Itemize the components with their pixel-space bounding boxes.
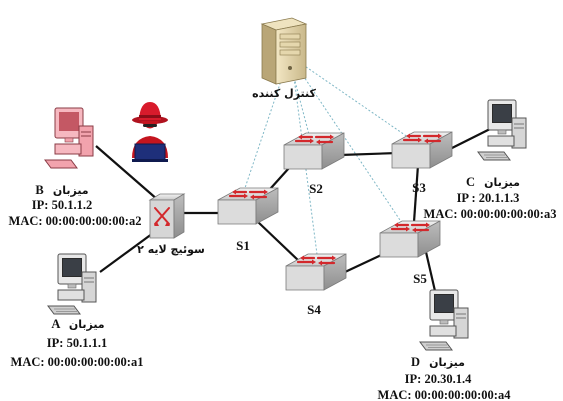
desktop-computer-icon: [477, 99, 527, 161]
controller-server[interactable]: کنترل کننده: [252, 17, 317, 100]
link-s2-s3: [339, 151, 399, 157]
switch-s1[interactable]: [216, 186, 280, 226]
host-c-letter: C: [466, 175, 475, 189]
svg-text:C میزبان: C میزبان: [466, 175, 520, 189]
hacker-icon: [132, 102, 168, 162]
layer2-switch-label: سوئیچ لایه ۲: [137, 243, 205, 256]
switch-s4[interactable]: [284, 252, 348, 292]
network-switch-icon: [148, 193, 186, 239]
host-d-mac: MAC: 00:00:00:00:00:a4: [378, 388, 512, 401]
host-c-info: C میزبان IP : 20.1.1.3 MAC: 00:00:00:00:…: [424, 175, 557, 221]
host-c-ip: IP : 20.1.1.3: [457, 191, 520, 205]
host-d-info: D میزبان IP: 20.30.1.4 MAC: 00:00:00:00:…: [378, 355, 512, 401]
switch-s2[interactable]: [282, 131, 346, 171]
server-icon: [260, 17, 308, 85]
attacker: [132, 102, 168, 162]
host-c[interactable]: [477, 99, 527, 161]
link-s3-c: [447, 127, 493, 151]
host-b-mac: MAC: 00:00:00:00:00:a2: [9, 214, 142, 228]
host-c-mac: MAC: 00:00:00:00:00:a3: [424, 207, 557, 221]
network-switch-icon: [390, 130, 454, 170]
link-b-l2switch: [95, 145, 159, 201]
desktop-computer-icon: [44, 107, 94, 169]
control-link-s1: [244, 59, 289, 189]
host-b-info: B میزبان IP: 50.1.1.2 MAC: 00:00:00:00:0…: [9, 183, 142, 228]
host-a-ip: IP: 50.1.1.1: [47, 336, 107, 350]
link-s3-s5: [412, 164, 420, 223]
host-b-ip: IP: 50.1.1.2: [32, 198, 92, 212]
host-a-mac: MAC: 00:00:00:00:00:a1: [11, 355, 144, 369]
switch-s3-label: S3: [412, 180, 426, 195]
switch-s5[interactable]: [378, 219, 442, 259]
switch-s4-label: S4: [307, 302, 321, 317]
svg-text:D میزبان: D میزبان: [411, 355, 465, 369]
control-link-s2: [289, 61, 313, 147]
host-a-info: A میزبان IP: 50.1.1.1 MAC: 00:00:00:00:0…: [11, 317, 144, 369]
layer2-switch[interactable]: [148, 193, 186, 239]
switch-s5-label: S5: [413, 271, 427, 286]
host-d-letter: D: [411, 355, 420, 369]
host-d-title: میزبان: [429, 356, 465, 369]
host-d-ip: IP: 20.30.1.4: [405, 372, 472, 386]
network-switch-icon: [282, 131, 346, 171]
svg-text:A میزبان: A میزبان: [51, 317, 104, 331]
control-link-s3: [295, 59, 419, 145]
desktop-computer-icon: [419, 289, 469, 351]
host-b[interactable]: [44, 107, 94, 169]
network-switch-icon: [284, 252, 348, 292]
link-s1-s4: [257, 221, 301, 263]
switch-s1-label: S1: [236, 238, 250, 253]
host-d[interactable]: [419, 289, 469, 351]
switch-s3[interactable]: [390, 130, 454, 170]
host-a[interactable]: [47, 253, 97, 315]
host-c-title: میزبان: [484, 176, 520, 189]
host-b-title: میزبان: [53, 184, 89, 197]
network-switch-icon: [378, 219, 442, 259]
host-b-letter: B: [35, 183, 43, 197]
host-a-title: میزبان: [69, 318, 105, 331]
desktop-computer-icon: [47, 253, 97, 315]
network-switch-icon: [216, 186, 280, 226]
switch-s2-label: S2: [309, 181, 323, 196]
host-a-letter: A: [51, 317, 60, 331]
svg-text:B میزبان: B میزبان: [35, 183, 88, 197]
controller-label: کنترل کننده: [252, 87, 316, 100]
